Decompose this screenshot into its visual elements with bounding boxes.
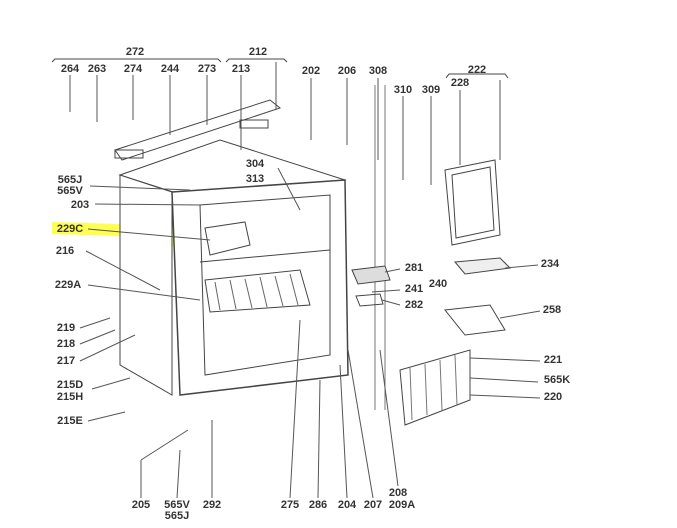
callout-219: 219 <box>56 322 76 334</box>
callout-565k: 565K <box>543 374 571 386</box>
callout-309: 309 <box>421 84 441 96</box>
callout-207: 207 <box>363 499 383 511</box>
ice-tray <box>454 257 512 275</box>
callout-221: 221 <box>543 354 563 366</box>
callout-216: 216 <box>55 245 75 257</box>
callout-273: 273 <box>197 63 217 75</box>
callout-234: 234 <box>540 258 560 270</box>
callout-218: 218 <box>56 338 76 350</box>
callout-244: 244 <box>160 63 180 75</box>
callout-275: 275 <box>280 499 300 511</box>
callout-292: 292 <box>202 499 222 511</box>
callout-228: 228 <box>450 77 470 89</box>
callout-565j: 565J <box>57 174 83 186</box>
callout-202: 202 <box>301 65 321 77</box>
bracket-212 <box>225 58 288 63</box>
crisper-drawer <box>399 349 471 426</box>
callout-281: 281 <box>404 262 424 274</box>
callout-220: 220 <box>543 391 563 403</box>
drip-tray <box>444 304 506 336</box>
callout-215h: 215H <box>56 391 84 403</box>
callout-203: 203 <box>70 199 90 211</box>
callout-274: 274 <box>123 63 143 75</box>
callout-241: 241 <box>404 283 424 295</box>
callout-258: 258 <box>542 304 562 316</box>
cabinet-inner <box>199 194 331 376</box>
callout-304: 304 <box>245 158 265 170</box>
callout-240: 240 <box>428 278 448 290</box>
callout-229c: 229C <box>56 223 84 235</box>
top-trim <box>114 99 282 161</box>
callout-215e: 215E <box>57 415 83 427</box>
callout-204: 204 <box>337 499 357 511</box>
callout-217: 217 <box>56 355 76 367</box>
callout-565j-bottom: 565J <box>164 510 190 522</box>
callout-565v-bottom: 565V <box>164 499 190 511</box>
callout-229a: 229A <box>54 279 82 291</box>
callout-205: 205 <box>131 499 151 511</box>
callout-212: 212 <box>248 46 268 58</box>
cabinet-front <box>171 179 349 396</box>
cabinet-side <box>119 174 173 396</box>
wire-shelf <box>204 269 311 313</box>
callout-264: 264 <box>60 63 80 75</box>
callout-206: 206 <box>337 65 357 77</box>
callout-215d: 215D <box>56 379 84 391</box>
callout-565v: 565V <box>57 185 83 197</box>
bracket-272 <box>51 58 222 63</box>
callout-208: 208 <box>388 487 408 499</box>
callout-310: 310 <box>393 84 413 96</box>
callout-222: 222 <box>467 64 487 76</box>
freezer-door <box>444 159 501 246</box>
callout-308: 308 <box>368 65 388 77</box>
callout-209a: 209A <box>388 499 416 511</box>
callout-286: 286 <box>308 499 328 511</box>
callout-272: 272 <box>125 46 145 58</box>
bracket-222 <box>445 73 509 79</box>
callout-282: 282 <box>404 299 424 311</box>
callout-263: 263 <box>87 63 107 75</box>
evaporator <box>204 221 251 256</box>
callout-313: 313 <box>245 173 265 185</box>
callout-213: 213 <box>231 63 251 75</box>
